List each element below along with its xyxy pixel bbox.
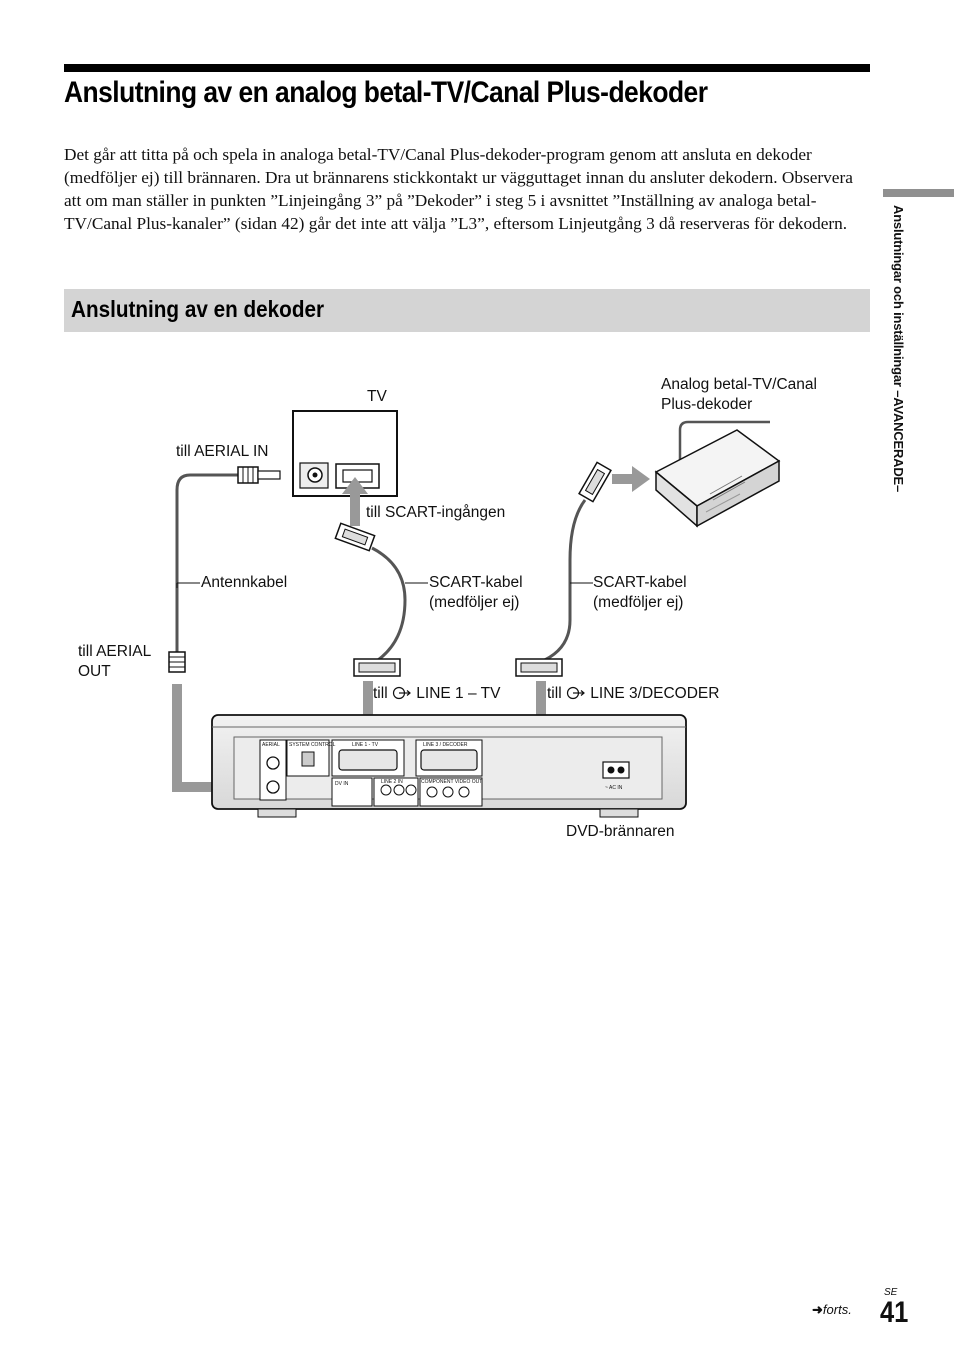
scart-cable-decoder [515, 461, 612, 677]
scart-cable-1-label-line1: SCART-kabel [429, 574, 523, 591]
line3-text: LINE 3/DECODER [590, 685, 720, 702]
intro-paragraph: Det går att titta på och spela in analog… [64, 145, 853, 233]
antenna-cable-label: Antennkabel [201, 574, 288, 591]
panel-line1-text: LINE 1 - TV [352, 742, 379, 748]
scart-cable-tv [334, 522, 428, 677]
panel-system-control-text: SYSTEM CONTROL [289, 742, 336, 748]
scart-output-icon [392, 686, 411, 700]
line1-prefix: till [373, 685, 388, 702]
side-tab-marker [883, 189, 954, 197]
side-chapter-label: Anslutningar och inställningar –AVANCERA… [891, 205, 906, 493]
scart-cable-2-label-line1: SCART-kabel [593, 574, 687, 591]
scart-output-icon [566, 686, 585, 700]
dvd-recorder-rear-panel [211, 714, 687, 818]
line3-label: till LINE 3/DECODER [547, 684, 719, 704]
decoder-label-line1: Analog betal-TV/Canal [661, 376, 817, 393]
decoder-label-line2: Plus-dekoder [661, 396, 753, 413]
section-heading-bar [64, 289, 870, 332]
section-title: Anslutning av en dekoder [71, 296, 325, 322]
recorder-label: DVD-brännaren [566, 823, 675, 840]
continued-note: ➜forts. [812, 1302, 852, 1318]
aerial-out-label-line1: till AERIAL [78, 643, 152, 660]
decoder-device [654, 420, 781, 528]
panel-aerial-text: AERIAL [262, 742, 280, 748]
aerial-in-label: till AERIAL IN [176, 443, 269, 460]
line1-label: till LINE 1 – TV [373, 684, 500, 704]
tv-label: TV [367, 388, 387, 405]
panel-dv-in-text: DV IN [335, 781, 349, 787]
panel-line3-text: LINE 3 / DECODER [423, 742, 468, 748]
page-number: 41 [880, 1296, 909, 1329]
panel-ac-in-text: ~ AC IN [605, 785, 623, 791]
antenna-cable [168, 466, 281, 673]
page-title: Anslutning av en analog betal-TV/Canal P… [64, 76, 708, 109]
panel-component-text: COMPONENT VIDEO OUT [421, 779, 482, 785]
scart-input-label: till SCART-ingången [366, 504, 506, 521]
aerial-out-label-line2: OUT [78, 663, 111, 680]
continued-text: forts. [822, 1302, 852, 1317]
panel-line2-in-text: LINE 2 IN [381, 779, 403, 785]
arrow-right-icon: ➜ [812, 1302, 823, 1317]
language-code: SE [884, 1287, 898, 1298]
top-rule [64, 64, 870, 72]
tv-back-panel [292, 410, 398, 497]
scart-cable-1-label-line2: (medföljer ej) [429, 594, 520, 611]
line1-text: LINE 1 – TV [416, 685, 501, 702]
scart-cable-2-label-line2: (medföljer ej) [593, 594, 684, 611]
line3-prefix: till [547, 685, 562, 702]
